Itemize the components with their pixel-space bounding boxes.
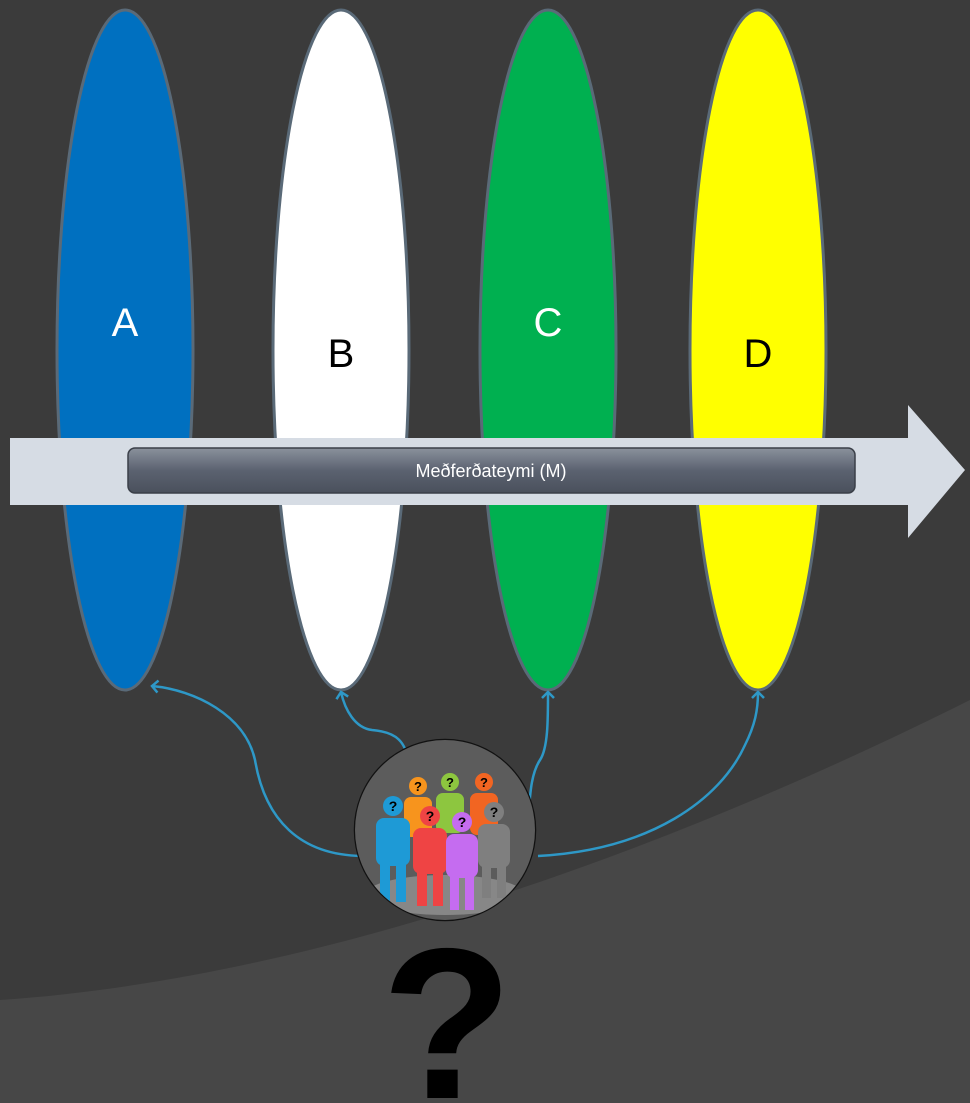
person-icon: ? (376, 796, 410, 902)
connector-to-d (537, 690, 765, 858)
svg-text:?: ? (389, 798, 398, 814)
ellipse-b (271, 8, 411, 692)
person-icon: ? (413, 806, 447, 906)
ellipse-d-label: D (744, 332, 773, 376)
person-icon: ? (446, 812, 478, 910)
svg-text:?: ? (446, 775, 454, 790)
ellipse-c-label: C (534, 301, 563, 345)
ellipse-a (55, 8, 195, 692)
svg-text:?: ? (480, 775, 488, 790)
ellipse-d (688, 8, 828, 692)
ellipse-c (478, 8, 618, 692)
svg-text:?: ? (458, 814, 467, 830)
svg-text:?: ? (414, 779, 422, 794)
treatment-team-bar (127, 447, 856, 494)
svg-text:?: ? (426, 808, 435, 824)
svg-text:?: ? (490, 804, 499, 820)
people-group: ? ? ? ? (353, 738, 537, 922)
connector-to-a (150, 679, 363, 858)
ellipse-a-label: A (112, 301, 139, 345)
person-icon: ? (478, 802, 510, 898)
ellipse-b-label: B (328, 332, 355, 376)
treatment-team-label: Meðferðateymi (M) (415, 461, 566, 481)
question-mark-icon: ? (381, 903, 512, 1103)
person-icon: ? (404, 777, 432, 837)
